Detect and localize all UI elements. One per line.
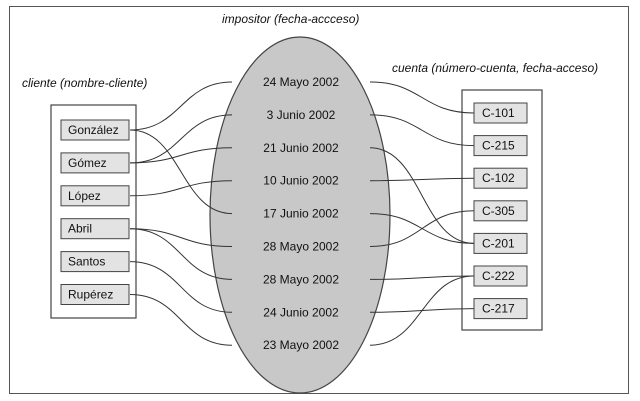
edge-cliente-fecha: [129, 129, 233, 215]
cliente-box-santos: [60, 251, 130, 273]
edge-fecha-cuenta: [369, 275, 475, 346]
fecha-0: 24 Mayo 2002: [263, 75, 339, 89]
fecha-7: 24 Junio 2002: [263, 305, 339, 319]
edge-cliente-fecha: [129, 180, 233, 197]
cliente-box-gomez: [60, 152, 130, 174]
cliente-label-gomez: Gómez: [68, 156, 107, 170]
edge-cliente-fecha: [129, 228, 233, 280]
cuenta-box-c-201: [473, 232, 528, 254]
cliente-box-lopez: [60, 185, 130, 207]
cliente-label: cliente (nombre-cliente): [22, 76, 148, 90]
cliente-box-abril: [60, 218, 130, 240]
fecha-5: 28 Mayo 2002: [263, 240, 339, 254]
cuenta-label-c-305: C-305: [482, 204, 515, 218]
impositor-label: impositor (fecha-accceso): [222, 12, 360, 26]
fecha-4: 17 Junio 2002: [263, 207, 339, 221]
cuenta-box-c-101: [473, 102, 528, 124]
edge-cliente-fecha: [129, 81, 233, 131]
fecha-8: 23 Mayo 2002: [263, 338, 339, 352]
fecha-3: 10 Junio 2002: [263, 174, 339, 188]
cuenta-label-c-102: C-102: [482, 171, 515, 185]
edge-fecha-cuenta: [369, 210, 475, 247]
cuenta-label-c-201: C-201: [482, 236, 515, 250]
cuenta-label-c-215: C-215: [482, 139, 515, 153]
fecha-1: 3 Junio 2002: [267, 108, 336, 122]
cuenta-label-c-217: C-217: [482, 302, 515, 316]
edge-cliente-fecha: [129, 147, 233, 164]
edge-fecha-cuenta: [369, 114, 475, 147]
edge-cliente-fecha: [129, 261, 233, 313]
edge-fecha-cuenta: [369, 147, 475, 244]
cuenta-label-c-222: C-222: [482, 269, 515, 283]
fecha-2: 21 Junio 2002: [263, 141, 339, 155]
cuenta-box-c-222: [473, 265, 528, 287]
cliente-label-abril: Abril: [68, 222, 92, 236]
edge-fecha-cuenta: [369, 177, 475, 182]
cuenta-box-c-305: [473, 200, 528, 222]
cliente-label-ruperez: Rupérez: [68, 288, 113, 302]
cuenta-label: cuenta (número-cuenta, fecha-acceso): [392, 61, 599, 75]
cuenta-box-c-217: [473, 298, 528, 320]
cliente-box-gonzalez: [60, 119, 130, 141]
fecha-6: 28 Mayo 2002: [263, 272, 339, 286]
cuenta-label-c-101: C-101: [482, 106, 515, 120]
edge-fecha-cuenta: [369, 81, 475, 114]
cuenta-box-c-215: [473, 135, 528, 157]
edge-cliente-fecha: [129, 228, 233, 247]
cliente-label-santos: Santos: [68, 255, 105, 269]
edge-cliente-fecha: [129, 294, 233, 346]
cuenta-box-c-102: [473, 167, 528, 189]
cliente-box-ruperez: [60, 284, 130, 305]
edge-cliente-fecha: [129, 114, 233, 164]
edge-fecha-cuenta: [369, 275, 475, 280]
cliente-label-lopez: López: [68, 189, 101, 203]
cliente-label-gonzalez: González: [68, 123, 119, 137]
